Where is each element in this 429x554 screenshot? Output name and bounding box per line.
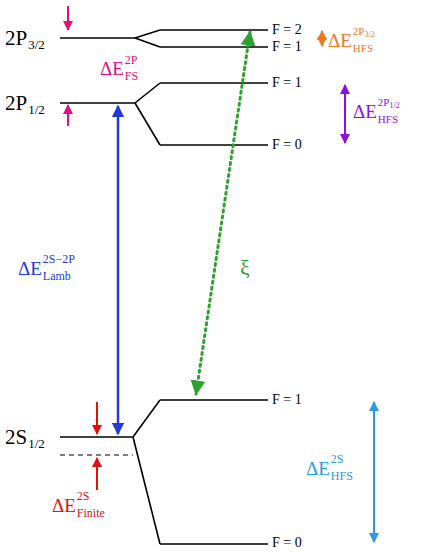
fine-structure-label: 2P: [125, 54, 138, 66]
f-label: F = 1: [272, 76, 302, 90]
lamb-shift-label: 2S−2P: [43, 253, 75, 265]
hfs-label: HFS: [331, 470, 353, 482]
finite-size-label: Finite: [77, 507, 105, 519]
transition-label: ξ: [240, 257, 250, 279]
finite-size-label: ΔE: [52, 496, 76, 515]
level-label: 2P: [5, 28, 27, 49]
f-label: F = 2: [272, 23, 302, 37]
hfs-label: HFS: [378, 114, 398, 125]
hfs-label: ΔE: [328, 31, 352, 50]
hfs-label: HFS: [353, 43, 373, 54]
finite-size-label: 2S: [77, 490, 90, 502]
f-label: F = 0: [272, 138, 302, 152]
level-label: 2S: [5, 427, 27, 448]
level-label: 1/2: [28, 103, 45, 116]
level-label: 2P: [5, 93, 27, 114]
fine-structure-label: FS: [125, 70, 138, 82]
hfs-label: 2P: [378, 97, 390, 108]
transition-arrows: [68, 6, 374, 542]
hfs-label: 2S: [331, 453, 344, 465]
fine-structure-label: ΔE: [100, 59, 124, 78]
hfs-label: 3/2: [364, 31, 374, 39]
lamb-shift-label: ΔE: [18, 259, 42, 278]
lamb-shift-label: Lamb: [43, 270, 71, 282]
level-lines: [60, 30, 268, 544]
f-label: F = 1: [272, 40, 302, 54]
f-label: F = 0: [272, 536, 302, 550]
level-label: 1/2: [28, 437, 45, 450]
hfs-label: 2P: [353, 26, 365, 37]
hfs-label: ΔE: [306, 459, 330, 478]
f-label: F = 1: [272, 393, 302, 407]
hfs-label: 1/2: [389, 102, 399, 110]
hfs-label: ΔE: [353, 102, 377, 121]
level-label: 3/2: [28, 38, 45, 51]
